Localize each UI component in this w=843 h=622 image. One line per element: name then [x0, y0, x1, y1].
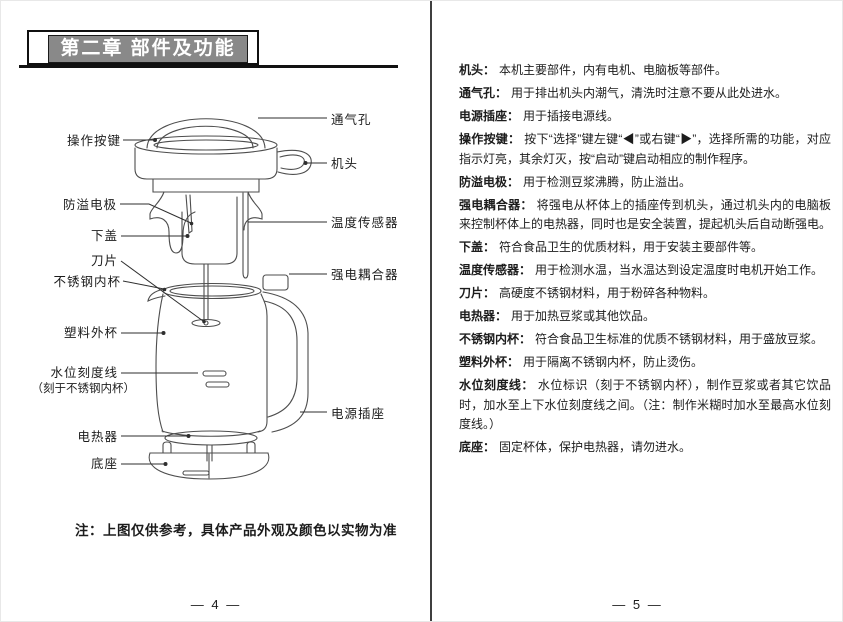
- part-term: 下盖：: [459, 240, 496, 254]
- cup-handle: [262, 291, 309, 433]
- diagram-label-anti-overflow-electrode: 防溢电极: [63, 197, 117, 212]
- diagram-label-water-level-line: 水位刻度线: [50, 365, 118, 380]
- leader-lines: [120, 117, 327, 465]
- diagram-label-base: 底座: [91, 456, 118, 471]
- part-term: 通气孔：: [459, 86, 508, 100]
- part-term: 刀片：: [459, 286, 496, 300]
- head-handle: [146, 118, 266, 149]
- chapter-title-box: 第二章 部件及功能: [27, 30, 259, 65]
- part-description: 刀片：高硬度不锈钢材料，用于粉碎各种物料。: [459, 284, 831, 304]
- part-desc: 用于加热豆浆或其他饮品。: [511, 309, 656, 323]
- heater-disc: [164, 430, 258, 446]
- outer-cup-body: [155, 293, 164, 433]
- part-term: 不锈钢内杯：: [459, 332, 532, 346]
- diagram-label-temperature-sensor: 温度传感器: [331, 215, 399, 230]
- parts-description-list: 机头：本机主要部件，内有电机、电脑板等部件。 通气孔：用于排出机头内潮气，清洗时…: [459, 61, 831, 461]
- sensor-tube: [242, 192, 249, 279]
- part-description: 防溢电极：用于检测豆浆沸腾，防止溢出。: [459, 173, 831, 193]
- part-desc: 水位标识（刻于不锈钢内杯），制作豆浆或者其它饮品时，加水至上下水位刻度线之间。（…: [459, 378, 831, 431]
- part-term: 防溢电极：: [459, 174, 520, 189]
- part-term: 操作按键：: [459, 132, 521, 146]
- part-description: 下盖：符合食品卫生的优质材料，用于安装主要部件等。: [459, 238, 831, 258]
- page-number-right: — 5 —: [612, 597, 663, 612]
- part-desc: 将强电从杯体上的插座传到机头，通过机头内的电脑板来控制杯体上的电热器，同时也是安…: [459, 197, 832, 232]
- water-level-marks: [202, 370, 227, 377]
- part-desc: 高硬度不锈钢材料，用于粉碎各种物料。: [499, 286, 716, 300]
- part-term: 机头：: [459, 63, 496, 77]
- part-description: 底座：固定杯体，保护电热器，请勿进水。: [459, 438, 831, 458]
- part-desc: 本机主要部件，内有电机、电脑板等部件。: [499, 63, 728, 77]
- title-rule: [19, 65, 398, 68]
- part-description: 温度传感器：用于检测水温，当水温达到设定温度时电机开始工作。: [459, 261, 831, 281]
- part-desc: 固定杯体，保护电热器，请勿进水。: [499, 440, 692, 454]
- soymilk-maker-drawing: [134, 118, 312, 480]
- reference-note: 注：上图仅供参考，具体产品外观及颜色以实物为准: [75, 523, 397, 538]
- part-term: 强电耦合器：: [459, 197, 533, 212]
- part-description: 水位刻度线：水位标识（刻于不锈钢内杯），制作豆浆或者其它饮品时，加水至上下水位刻…: [459, 376, 831, 435]
- page-number-left: — 4 —: [190, 597, 242, 612]
- part-description: 电源插座：用于插接电源线。: [459, 107, 831, 127]
- diagram-label-operation-buttons: 操作按键: [67, 133, 121, 148]
- base-dish: [148, 452, 270, 480]
- part-desc: 按下“选择”键左键“◀”或右键“▶”，选择所需的功能，对应指示灯亮，其余灯灭，按…: [459, 132, 831, 166]
- electrode-probe: [185, 194, 193, 234]
- part-desc: 符合食品卫生的优质材料，用于安装主要部件等。: [499, 240, 764, 254]
- diagram-label-water-level-line-note: （刻于不锈钢内杯）: [32, 381, 136, 395]
- part-description: 机头：本机主要部件，内有电机、电脑板等部件。: [459, 61, 831, 81]
- part-description: 塑料外杯：用于隔离不锈钢内杯，防止烫伤。: [459, 353, 831, 373]
- part-term: 电热器：: [459, 309, 508, 323]
- diagram-label-blade: 刀片: [91, 254, 118, 268]
- diagram-label-plastic-outer-cup: 塑料外杯: [64, 325, 118, 340]
- page-divider: [430, 1, 432, 621]
- part-description: 不锈钢内杯：符合食品卫生标准的优质不锈钢材料，用于盛放豆浆。: [459, 330, 831, 350]
- chapter-title: 第二章 部件及功能: [48, 35, 248, 63]
- head-body: [134, 147, 278, 180]
- part-desc: 用于检测水温，当水温达到设定温度时电机开始工作。: [535, 263, 824, 277]
- diagram-label-machine-head: 机头: [331, 157, 358, 171]
- part-description: 强电耦合器：将强电从杯体上的插座传到机头，通过机头内的电脑板来控制杯体上的电热器…: [459, 196, 831, 235]
- leader-dots: [153, 138, 308, 466]
- part-desc: 符合食品卫生标准的优质不锈钢材料，用于盛放豆浆。: [535, 332, 824, 346]
- part-desc: 用于排出机头内潮气，清洗时注意不要从此处进水。: [511, 86, 788, 100]
- part-desc: 用于隔离不锈钢内杯，防止烫伤。: [523, 355, 704, 369]
- diagram-label-power-socket: 电源插座: [331, 406, 385, 421]
- diagram-label-vent-hole: 通气孔: [331, 112, 372, 127]
- part-term: 电源插座：: [459, 109, 520, 123]
- part-term: 底座：: [459, 440, 496, 454]
- coupler-box: [262, 274, 289, 291]
- blade-shape: [191, 318, 221, 328]
- part-description: 通气孔：用于排出机头内潮气，清洗时注意不要从此处进水。: [459, 84, 831, 104]
- diagram-label-lower-cover: 下盖: [91, 229, 118, 243]
- diagram-label-stainless-inner-cup: 不锈钢内杯: [53, 274, 121, 289]
- diagram-label-strong-coupler: 强电耦合器: [331, 267, 399, 282]
- part-term: 温度传感器：: [459, 263, 532, 277]
- part-desc: 用于检测豆浆沸腾，防止溢出。: [523, 174, 692, 189]
- part-term: 水位刻度线：: [459, 378, 534, 392]
- lower-cover-cup: [181, 196, 238, 265]
- parts-diagram: 操作按键 防溢电极 下盖 刀片 不锈钢内杯 塑料外杯 水位刻度线 （刻于不锈钢内…: [32, 112, 399, 480]
- part-description: 电热器：用于加热豆浆或其他饮品。: [459, 307, 831, 327]
- part-term: 塑料外杯：: [459, 355, 520, 369]
- diagram-label-heater: 电热器: [77, 430, 118, 444]
- part-desc: 用于插接电源线。: [523, 109, 620, 123]
- part-description: 操作按键：按下“选择”键左键“◀”或右键“▶”，选择所需的功能，对应指示灯亮，其…: [459, 130, 831, 169]
